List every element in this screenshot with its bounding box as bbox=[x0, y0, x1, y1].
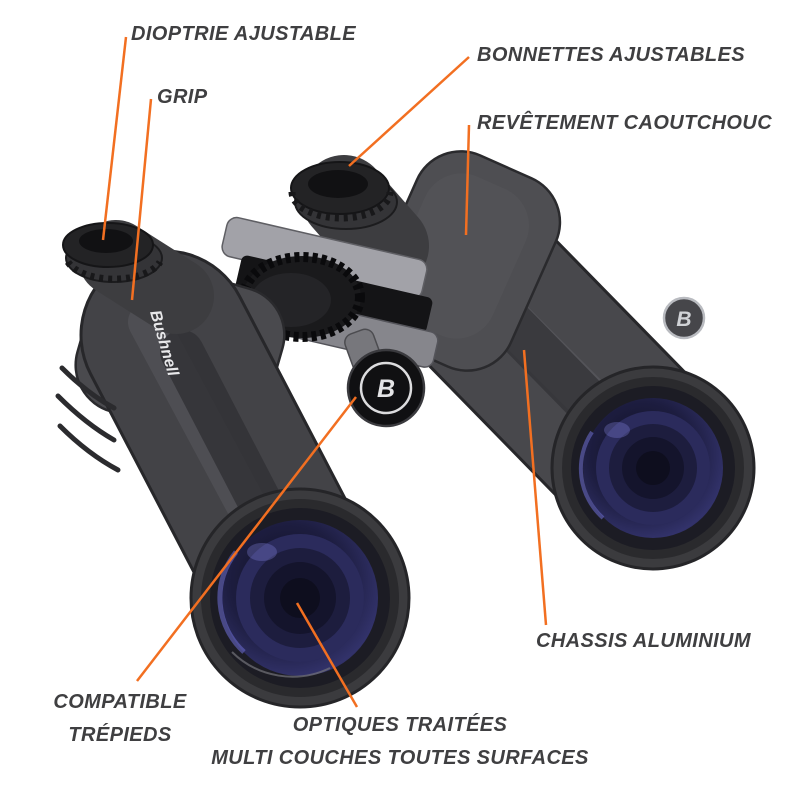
callout-grip-label: GRIP bbox=[157, 86, 208, 108]
callout-chassis-label: CHASSIS ALUMINIUM bbox=[536, 630, 751, 652]
callout-optics-line2: MULTI COUCHES TOUTES SURFACES bbox=[211, 747, 589, 769]
leader-line-grip bbox=[130, 98, 153, 301]
leader-line-revetement bbox=[464, 124, 471, 236]
right-lens-reflection-arc bbox=[578, 430, 605, 520]
leader-line-chassis bbox=[522, 349, 548, 626]
callout-optics-line1: OPTIQUES TRAITÉES bbox=[292, 714, 508, 736]
leader-lines bbox=[101, 36, 548, 708]
leader-line-optics bbox=[295, 602, 359, 708]
callout-tripod-line2: TRÉPIEDS bbox=[68, 724, 172, 746]
left-lens-thread-ring bbox=[231, 651, 331, 678]
logo-knob-ring bbox=[359, 361, 413, 415]
right-objective-lens bbox=[550, 365, 756, 571]
grip-ridge-2 bbox=[55, 393, 117, 443]
leader-line-dioptrie bbox=[101, 36, 128, 241]
callout-revetement-label: REVÊTEMENT CAOUTCHOUC bbox=[477, 112, 773, 134]
diopter-ring-knurling bbox=[64, 259, 164, 283]
right-lens-glare bbox=[604, 422, 630, 438]
callout-optics-label: OPTIQUES TRAITÉES MULTI COUCHES TOUTES S… bbox=[180, 709, 620, 775]
leader-line-tripod bbox=[136, 396, 357, 682]
left-barrel bbox=[55, 220, 411, 709]
left-lens-glare bbox=[247, 543, 277, 561]
callout-bonnettes-label: BONNETTES AJUSTABLES bbox=[477, 44, 746, 66]
barrel-logo-letter: B bbox=[676, 308, 691, 331]
barrel-logo-badge bbox=[662, 296, 706, 340]
callout-tripod-label: COMPATIBLE TRÉPIEDS bbox=[20, 686, 220, 752]
right-eyecup-opening bbox=[308, 170, 368, 198]
grip-ridge-3 bbox=[57, 423, 121, 473]
leader-line-bonnettes bbox=[348, 56, 470, 167]
center-logo-letter: B bbox=[377, 375, 395, 403]
callout-dioptrie-label: DIOPTRIE AJUSTABLE bbox=[131, 23, 356, 45]
left-eyecup-opening bbox=[79, 229, 133, 253]
right-eyecup-knurling bbox=[288, 191, 394, 222]
callout-tripod-line1: COMPATIBLE bbox=[53, 691, 187, 713]
tripod-mount-knob: B bbox=[346, 348, 426, 428]
left-objective-lens bbox=[189, 487, 411, 709]
grip-ridge-1 bbox=[59, 365, 117, 411]
